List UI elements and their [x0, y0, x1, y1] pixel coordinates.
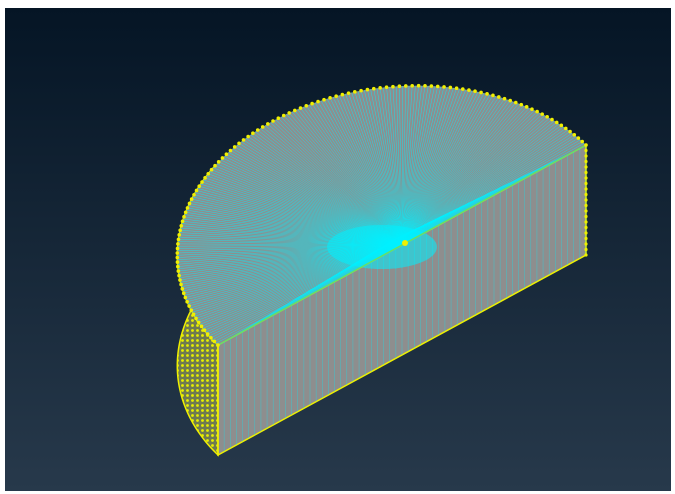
- viewport-canvas[interactable]: [5, 8, 671, 491]
- center-dense-mesh: [327, 225, 437, 269]
- diameter-edge: [217, 144, 587, 346]
- center-marker: [402, 240, 408, 246]
- 3d-viewport[interactable]: [5, 8, 671, 491]
- half-cylinder-mesh-model[interactable]: [175, 83, 588, 457]
